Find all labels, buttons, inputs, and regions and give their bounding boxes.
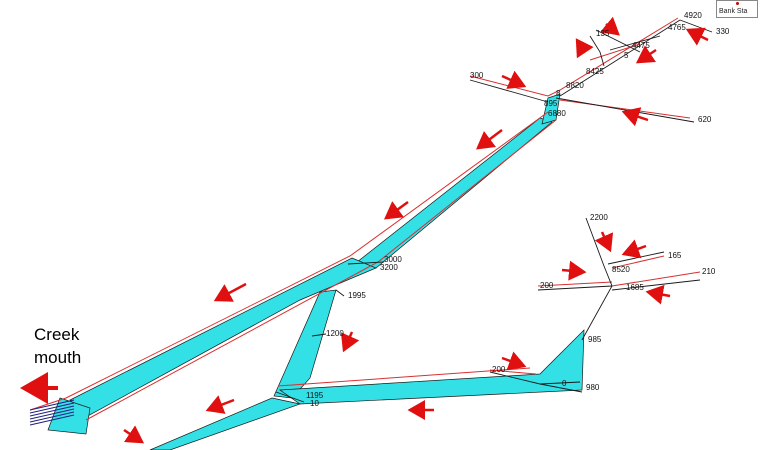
bank-line <box>559 99 691 119</box>
flow-arrows <box>19 16 709 444</box>
station-label: 8425 <box>586 67 604 76</box>
cross-section <box>555 97 695 123</box>
station-label: 985 <box>588 335 602 344</box>
station-label: 620 <box>698 115 712 124</box>
station-label: 4920 <box>684 11 702 20</box>
creek-mouth-label: Creek <box>34 325 80 344</box>
flow-arrow <box>340 331 360 353</box>
flow-arrow <box>600 16 620 36</box>
flow-arrow <box>621 107 649 127</box>
flow-arrow <box>213 282 247 302</box>
flow-arrow <box>645 284 671 305</box>
flow-arrow <box>123 425 145 444</box>
station-label: 5 <box>624 51 629 60</box>
water-surface <box>47 93 585 450</box>
station-label: 8520 <box>612 265 630 274</box>
bank-station-marker-icon <box>736 2 739 5</box>
water-reach-east <box>278 329 585 405</box>
station-label: 210 <box>702 267 716 276</box>
water-reach-middle <box>69 257 377 419</box>
station-label: 10 <box>310 399 319 408</box>
cross-section <box>539 381 581 385</box>
station-label: 3000 <box>384 255 402 264</box>
bank-line <box>489 369 537 375</box>
station-label: 1685 <box>626 283 644 292</box>
station-label: 980 <box>586 383 600 392</box>
cross-section <box>679 19 713 33</box>
station-label: 1995 <box>348 291 366 300</box>
station-label: 330 <box>716 27 730 36</box>
bank-line <box>611 271 701 287</box>
flow-arrow <box>685 27 709 46</box>
legend-label: Bank Sta <box>719 8 748 15</box>
water-reach-upper <box>351 117 553 269</box>
bank-line <box>537 281 613 287</box>
cross-section <box>589 35 605 67</box>
legend-box: Bank Sta <box>716 0 758 18</box>
cross-section <box>347 261 385 265</box>
water-reach-bottom <box>149 397 302 450</box>
cross-section <box>311 333 327 337</box>
cross-section <box>559 19 681 97</box>
station-label: 8820 <box>566 81 584 90</box>
flow-arrow <box>594 231 614 253</box>
cross-section <box>469 79 549 103</box>
station-label: 165 <box>668 251 682 260</box>
bank-line <box>611 255 665 269</box>
water-reach-connector <box>273 289 337 399</box>
cross-section <box>275 391 305 403</box>
flow-arrow <box>561 260 587 281</box>
station-label: 1195 <box>306 391 324 400</box>
flow-arrow <box>205 395 235 414</box>
flow-arrow <box>575 38 594 59</box>
flow-arrow <box>621 239 647 259</box>
cross-section <box>609 35 661 51</box>
station-label: 2200 <box>590 213 608 222</box>
creek-mouth-label-line2: mouth <box>34 348 81 367</box>
flow-arrow <box>476 129 503 150</box>
bank-line <box>29 111 549 411</box>
mouth-channel <box>29 399 75 426</box>
station-label: 200 <box>540 281 554 290</box>
station-label: 135 <box>596 29 610 38</box>
flow-arrow <box>635 45 657 64</box>
station-label: 1200 <box>326 329 344 338</box>
station-label: 4475 <box>632 41 650 50</box>
cross-section <box>537 285 613 291</box>
station-label: 300 <box>470 71 484 80</box>
station-label: 6880 <box>548 109 566 118</box>
flow-arrow <box>501 351 527 371</box>
channel-lines <box>275 19 713 403</box>
station-label: 0 <box>562 379 567 388</box>
station-label: 895 <box>544 99 558 108</box>
flow-arrow <box>501 70 527 89</box>
bank-line <box>277 367 531 387</box>
station-labels: 4920 330 4765 135 4475 5 8425 620 300 88… <box>306 11 730 408</box>
cross-section <box>581 217 613 341</box>
bank-line <box>589 43 641 61</box>
station-label: 4765 <box>668 23 686 32</box>
cross-section <box>335 289 345 297</box>
flow-arrow <box>383 200 409 220</box>
station-label: 8 <box>556 89 561 98</box>
station-label: 3200 <box>380 263 398 272</box>
station-label: 200 <box>492 365 506 374</box>
